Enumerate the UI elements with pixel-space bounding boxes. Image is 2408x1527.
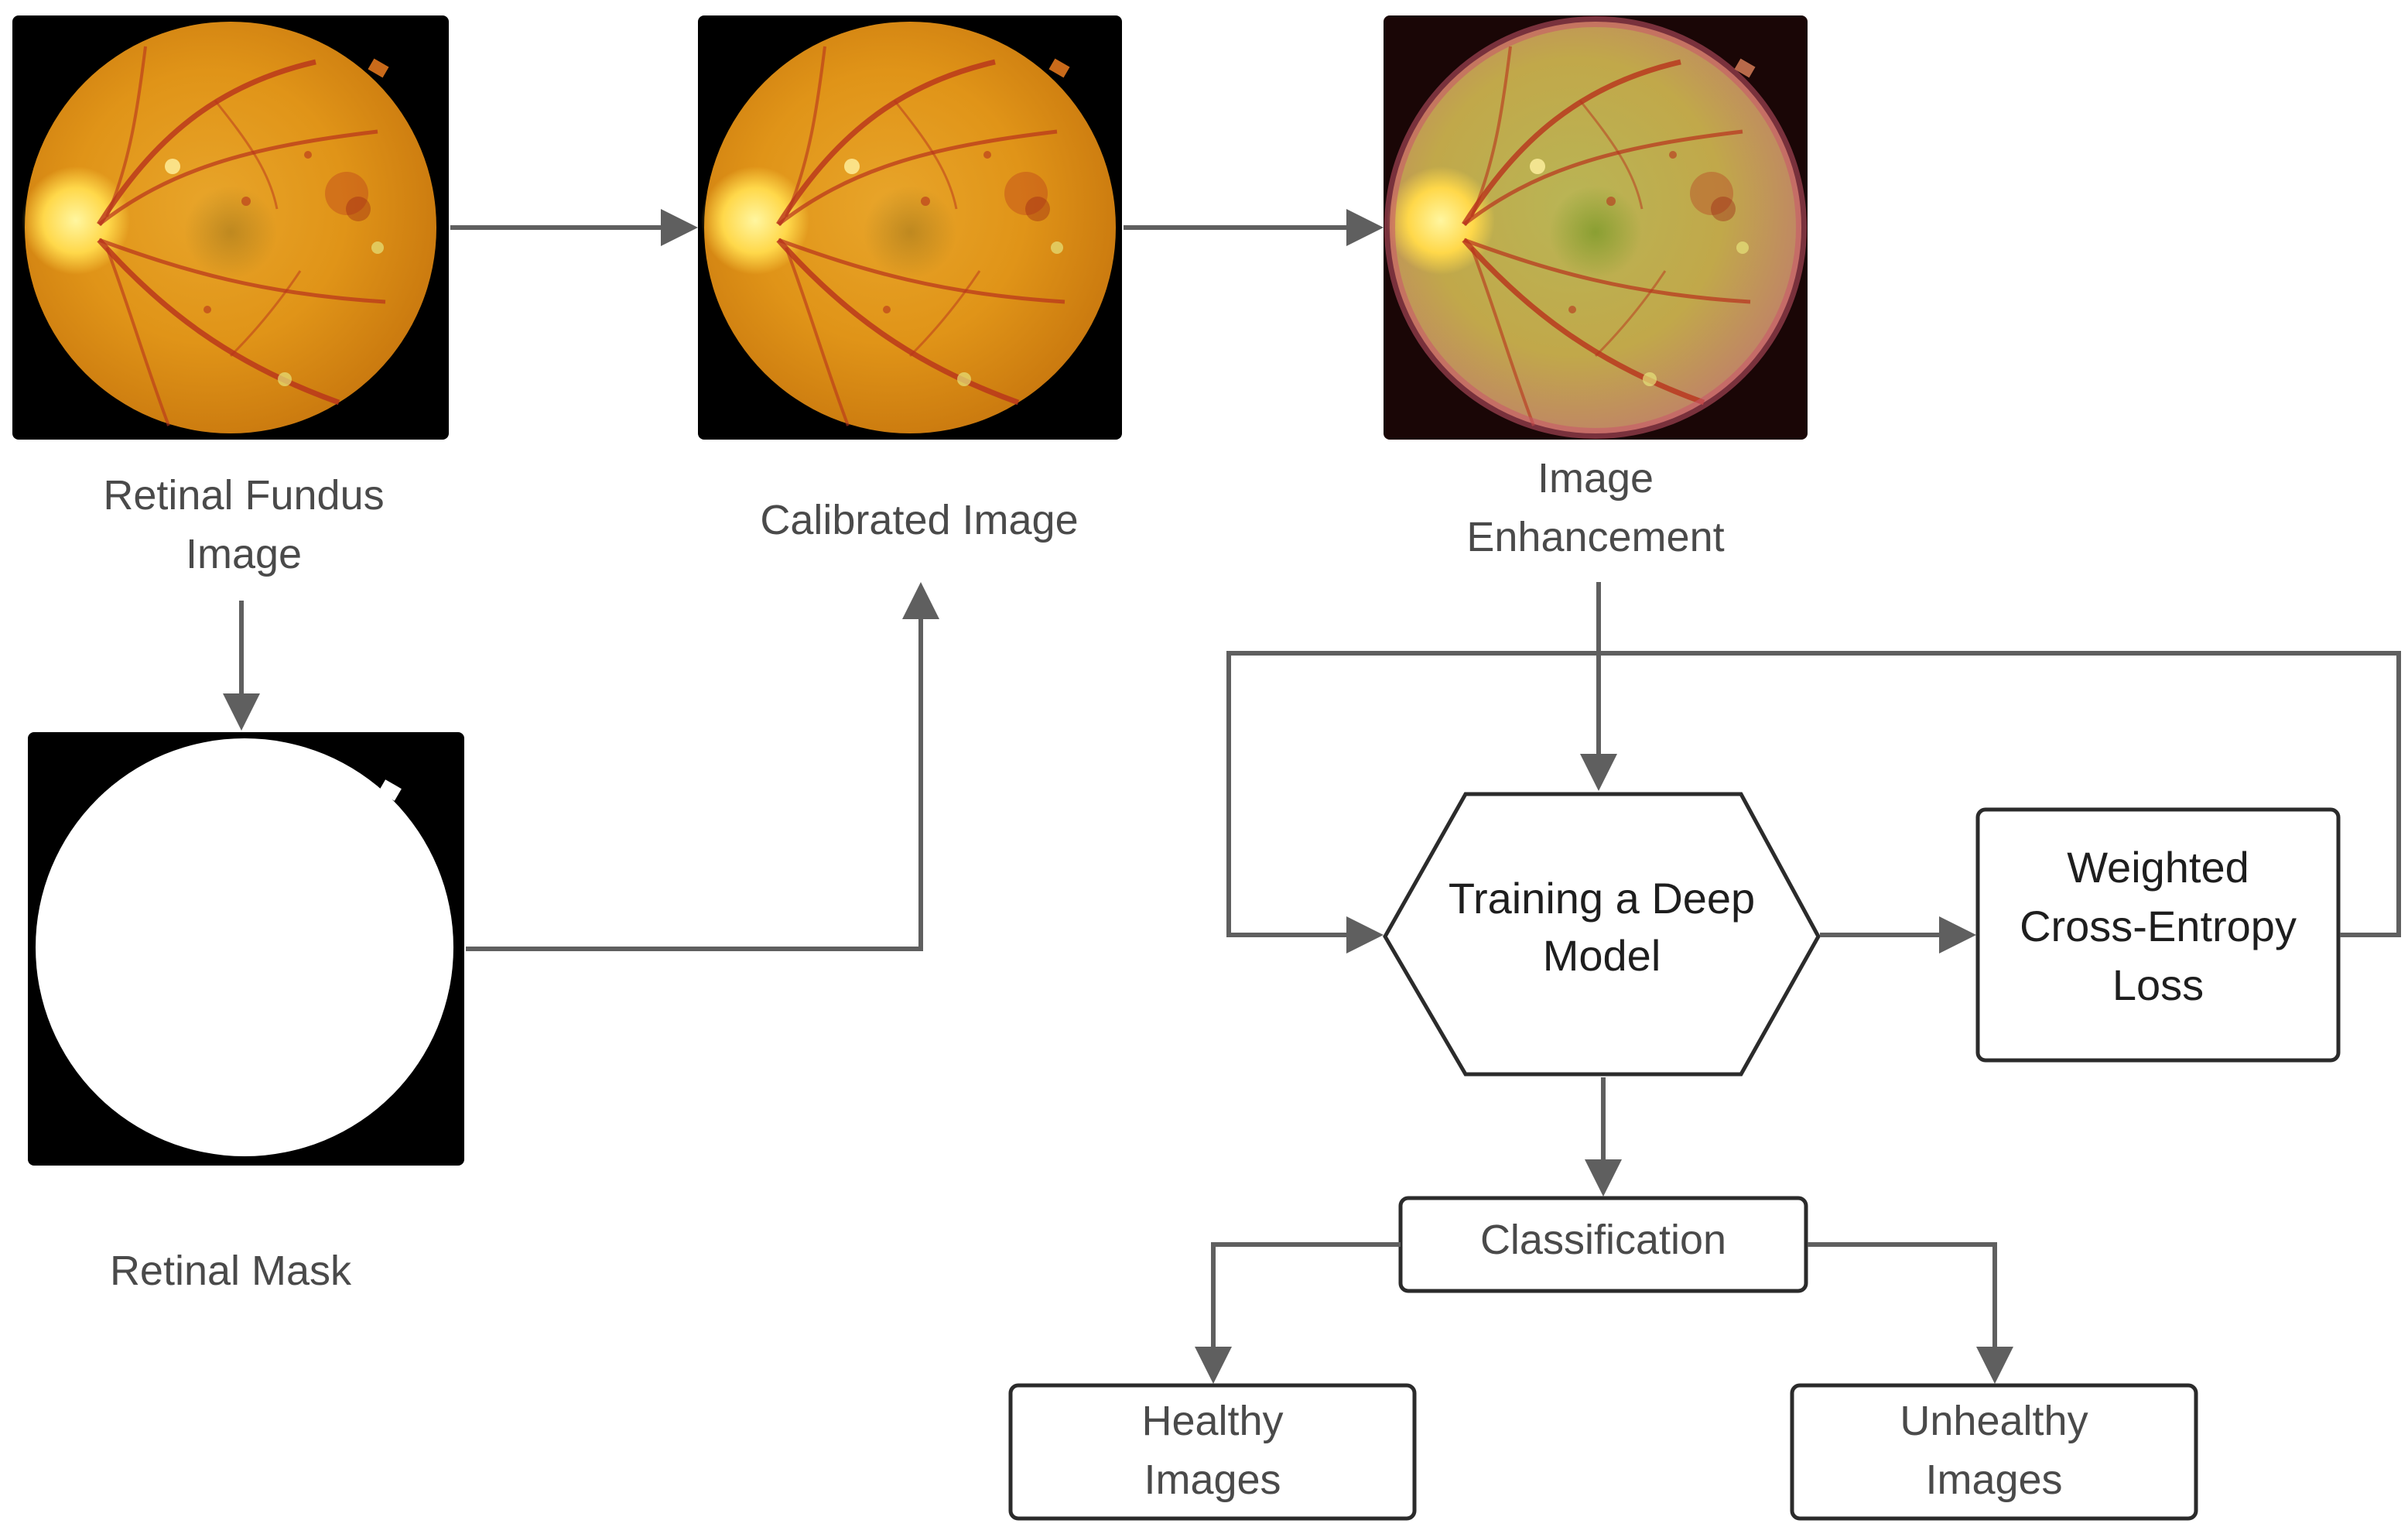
- classification-node: Classification: [1398, 1196, 1808, 1293]
- svg-text:Images: Images: [1925, 1457, 2062, 1503]
- svg-text:Image: Image: [1537, 455, 1654, 502]
- unhealthy-images-node: Unhealthy Images: [1790, 1383, 2198, 1521]
- calibrated-label: Calibrated Image: [760, 497, 1078, 543]
- arrow-classification-to-healthy: [1195, 1242, 1401, 1384]
- enhancement-label: Image Enhancement: [1466, 455, 1724, 560]
- svg-text:Cross-Entropy: Cross-Entropy: [2020, 902, 2297, 950]
- mask-image: [28, 732, 464, 1166]
- svg-text:Image: Image: [186, 531, 302, 577]
- mask-label: Retinal Mask: [110, 1248, 352, 1294]
- fundus-label: Retinal Fundus Image: [103, 472, 384, 577]
- svg-text:Images: Images: [1144, 1457, 1281, 1503]
- training-node: Training a Deep Model: [1383, 792, 1821, 1077]
- arrow-classification-to-unhealthy: [1808, 1242, 2013, 1384]
- svg-text:Retinal Mask: Retinal Mask: [110, 1248, 352, 1294]
- svg-text:Healthy: Healthy: [1141, 1398, 1283, 1444]
- arrow-mask-to-calibrated: [466, 582, 939, 951]
- svg-text:Weighted: Weighted: [2067, 843, 2249, 892]
- loss-node: Weighted Cross-Entropy Loss: [1975, 807, 2341, 1063]
- svg-text:Classification: Classification: [1480, 1217, 1726, 1263]
- fundus-image: [12, 15, 449, 440]
- svg-text:Unhealthy: Unhealthy: [1900, 1398, 2088, 1444]
- svg-text:Retinal Fundus: Retinal Fundus: [103, 472, 384, 519]
- arrow-loss-feedback-to-training: [1226, 651, 2401, 954]
- healthy-images-node: Healthy Images: [1008, 1383, 1417, 1521]
- enhanced-image: [1384, 15, 1808, 440]
- svg-text:Calibrated Image: Calibrated Image: [760, 497, 1078, 543]
- calibrated-image: [698, 15, 1122, 440]
- svg-text:Model: Model: [1543, 931, 1661, 980]
- svg-text:Enhancement: Enhancement: [1466, 514, 1724, 560]
- svg-text:Loss: Loss: [2112, 960, 2204, 1009]
- svg-text:Training a Deep: Training a Deep: [1449, 874, 1755, 923]
